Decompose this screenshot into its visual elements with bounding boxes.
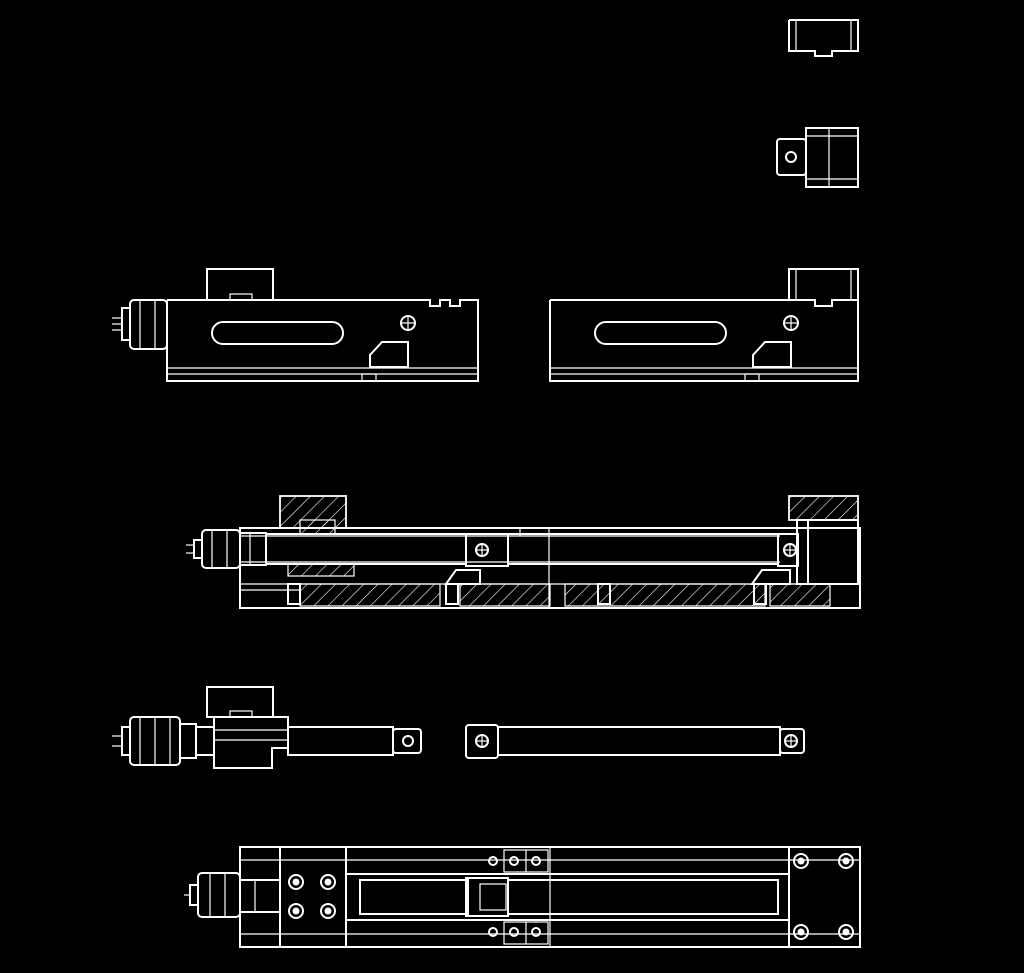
spindle-assembly-view xyxy=(112,686,805,769)
bolt-hole-icon xyxy=(785,151,797,163)
jaw-top-view xyxy=(776,127,859,188)
vise-plan-view xyxy=(184,846,861,948)
vise-side-view xyxy=(112,268,859,382)
jaw-end-view xyxy=(788,19,859,57)
vise-side-left xyxy=(112,268,479,382)
vise-side-right xyxy=(549,268,859,382)
vise-section-view xyxy=(186,495,861,609)
